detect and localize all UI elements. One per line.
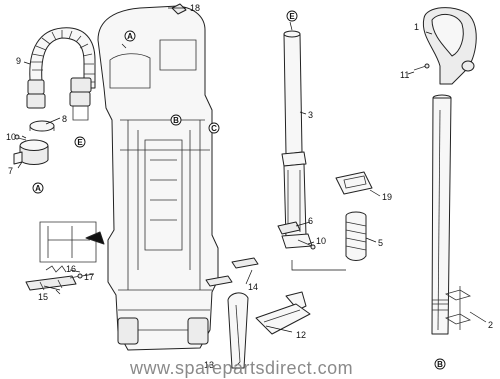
part-label-7: 7: [8, 166, 13, 176]
part-label-10a: 10: [6, 132, 16, 142]
svg-text:E: E: [77, 138, 83, 147]
ref-marker-A-body: A: [124, 30, 136, 42]
part-label-9: 9: [16, 56, 21, 66]
extension-wand-part-3[interactable]: [281, 30, 313, 249]
svg-text:C: C: [211, 124, 217, 133]
pipe-spring-part-5[interactable]: [345, 211, 367, 261]
bracket-part-19[interactable]: [335, 171, 373, 195]
part-label-17: 17: [84, 272, 94, 282]
wand-clip-part-6[interactable]: [277, 221, 301, 235]
upholstery-nozzle-part-12[interactable]: [255, 291, 311, 335]
part-label-13: 13: [204, 360, 214, 370]
leader-lines: [17, 7, 487, 367]
part-label-3: 3: [308, 110, 313, 120]
ref-marker-C-body: C: [208, 122, 220, 134]
part-label-8: 8: [62, 114, 67, 124]
ref-marker-E-hose: E: [74, 136, 86, 148]
part-label-18: 18: [190, 3, 200, 13]
svg-text:B: B: [173, 116, 179, 125]
ref-marker-B-pole: B: [434, 358, 446, 370]
filter-part-18[interactable]: [171, 3, 187, 15]
part-label-5: 5: [378, 238, 383, 248]
svg-text:A: A: [127, 32, 133, 41]
ref-marker-E-wand: E: [286, 10, 298, 22]
latch-part-15[interactable]: [25, 275, 77, 291]
pole-part-2[interactable]: [431, 94, 471, 335]
part-label-15: 15: [38, 292, 48, 302]
part-label-12: 12: [296, 330, 306, 340]
screw-part-10[interactable]: [14, 134, 27, 141]
watermark-text: www.sparepartsdirect.com: [129, 358, 353, 378]
screw-part-10b[interactable]: [297, 239, 316, 250]
part-label-19: 19: [382, 192, 392, 202]
svg-text:B: B: [437, 360, 443, 369]
part-label-11: 11: [400, 70, 409, 80]
part-label-16: 16: [66, 264, 76, 274]
part-label-14: 14: [248, 282, 258, 292]
crevice-tool-part-13[interactable]: [227, 292, 249, 369]
svg-text:A: A: [35, 184, 41, 193]
reference-markers: A A B B C E E: [32, 10, 446, 370]
part-number-labels: 1 2 3 5 6 7 8 9 10 10 11 12 13 14 15 16 …: [6, 3, 493, 370]
body-clip-part-14[interactable]: [205, 257, 259, 287]
part-label-10b: 10: [316, 236, 326, 246]
part-label-2: 2: [488, 320, 493, 330]
hose-part-9[interactable]: [26, 27, 96, 121]
hose-connector-part-7[interactable]: [13, 139, 49, 165]
main-housing[interactable]: [97, 5, 219, 351]
screw-part-11[interactable]: [413, 63, 430, 71]
part-label-6: 6: [308, 216, 313, 226]
handle-part-1[interactable]: [422, 7, 477, 85]
svg-text:E: E: [289, 12, 295, 21]
inset-detail-box: [39, 221, 105, 263]
spring-part-16[interactable]: [45, 265, 67, 273]
hose-clip-part-8[interactable]: [29, 120, 55, 132]
part-label-1: 1: [414, 22, 419, 32]
ref-marker-B-body: B: [170, 114, 182, 126]
ref-marker-A-hose: A: [32, 182, 44, 194]
